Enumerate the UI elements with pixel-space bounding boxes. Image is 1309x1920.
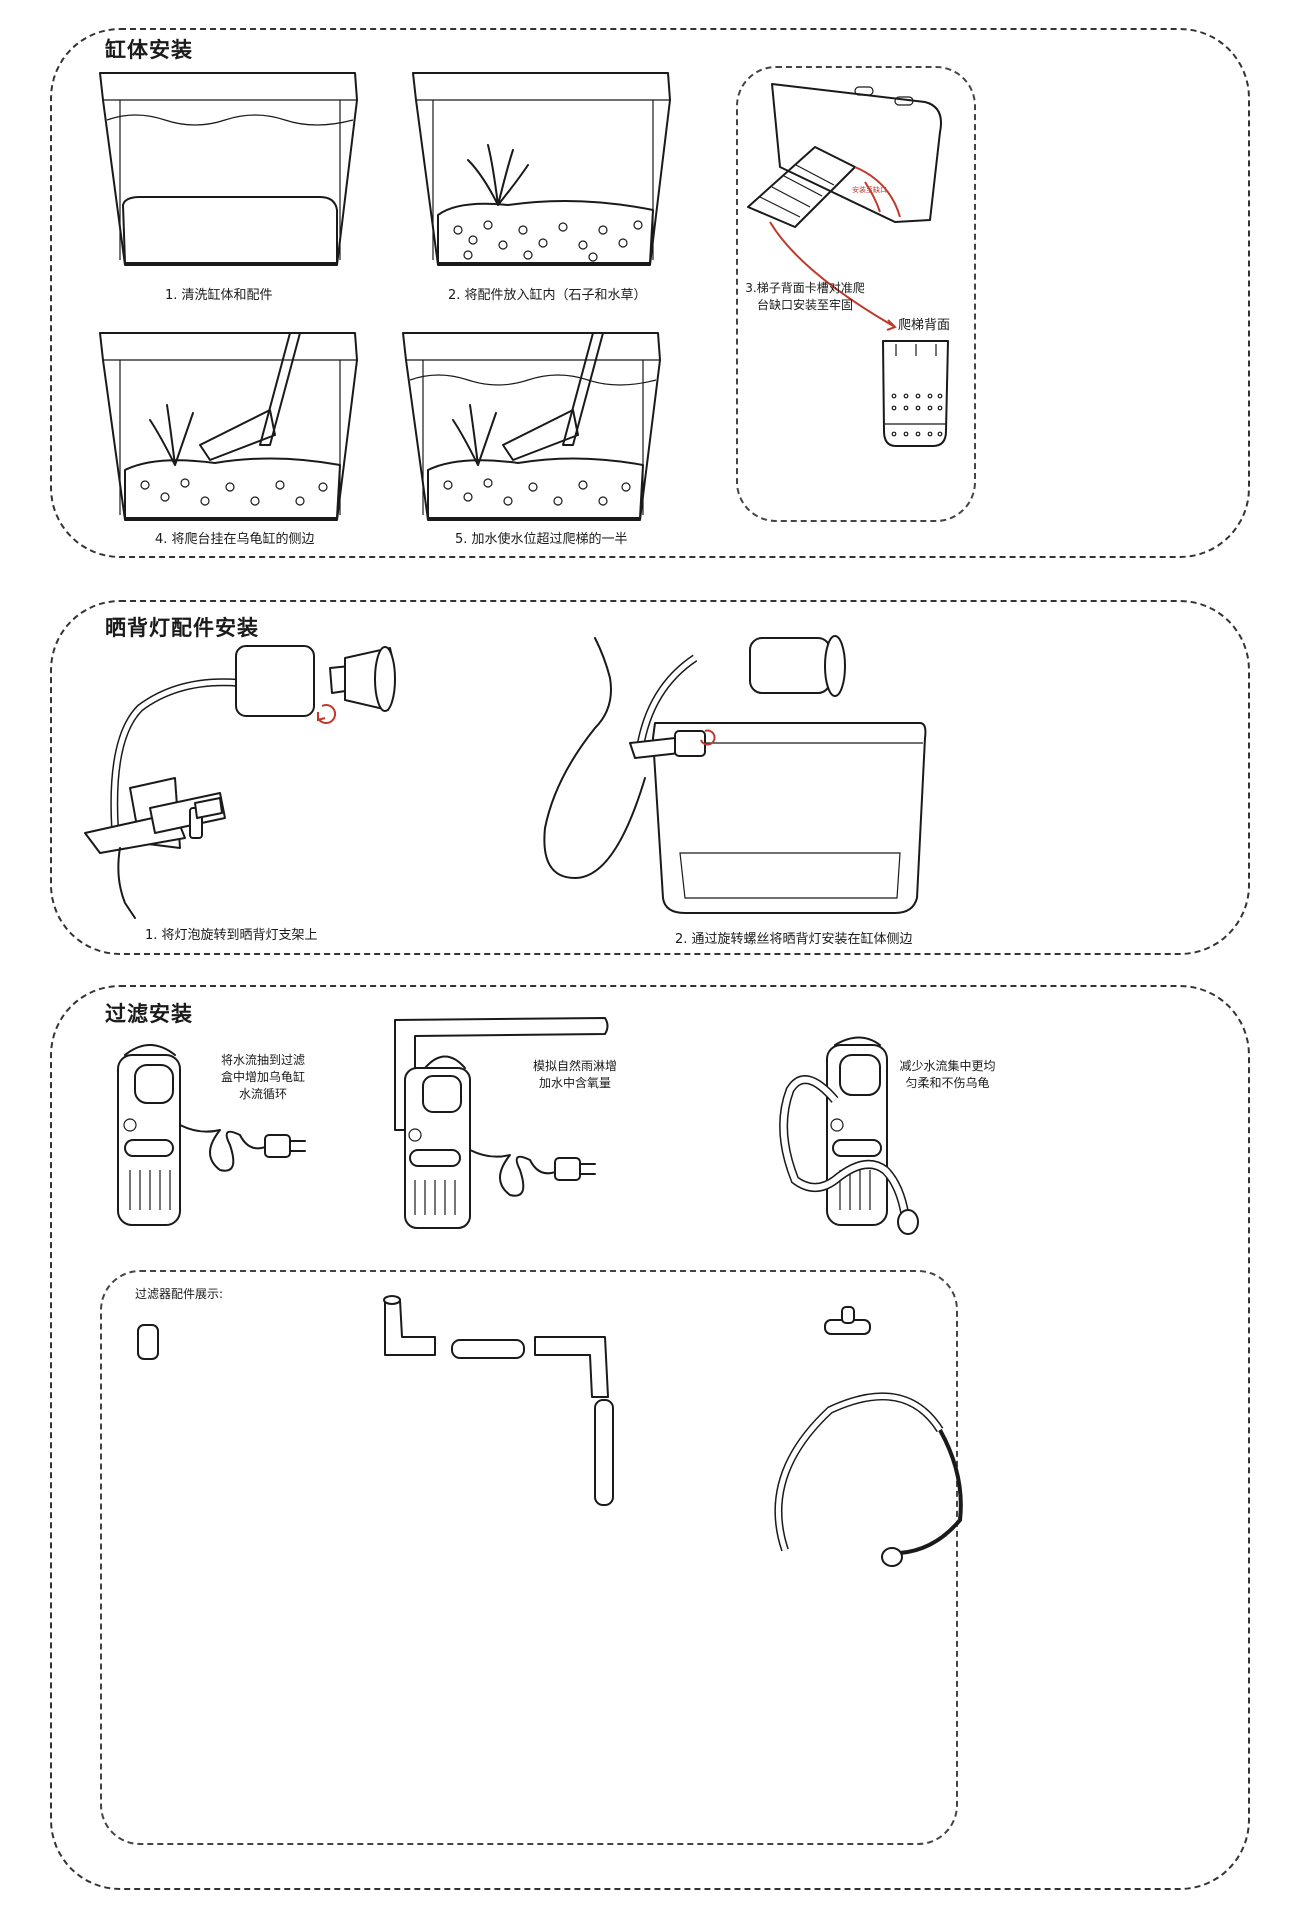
straight-pipe [451,1339,525,1359]
filter-spray-bar-illustration [394,1017,609,1229]
filter-desc2: 模拟自然雨淋增 加水中含氧量 [530,1058,620,1092]
tank-step2-caption: 2. 将配件放入缸内（石子和水草） [448,288,647,303]
filter-desc3: 减少水流集中更均 匀柔和不伤乌龟 [895,1058,1000,1092]
tank-step5-caption: 5. 加水使水位超过爬梯的一半 [455,532,628,547]
filter-desc2-line2: 加水中含氧量 [538,1076,611,1090]
rotate-icon [317,704,337,725]
tank-filled-water-illustration [402,332,661,521]
air-stone [881,1547,903,1567]
tank-step4-caption: 4. 将爬台挂在乌龟缸的侧边 [155,532,315,547]
filter-desc3-line2: 匀柔和不伤乌龟 [905,1076,990,1090]
ramp-step3-line1: 3.梯子背面卡槽对准爬 [745,281,865,295]
filter-desc1-line2: 盒中增加乌龟缸 [220,1070,305,1084]
tank-step1-caption: 1. 清洗缸体和配件 [165,288,273,303]
lamp-on-tank-illustration [543,635,927,914]
ramp-step3-caption: 3.梯子背面卡槽对准爬 台缺口安装至牢固 [745,280,865,314]
tank-installation-panel [50,28,1250,558]
lamp-step1-caption: 1. 将灯泡旋转到晒背灯支架上 [145,928,318,943]
lamp-step2-caption: 2. 通过旋转螺丝将晒背灯安装在缸体侧边 [675,932,913,947]
filter-desc1-line3: 水流循环 [238,1087,287,1101]
filter-installation-panel [50,985,1250,1890]
filter-accessories-title: 过滤器配件展示: [135,1287,224,1301]
ladder-back-label: 爬梯背面 [898,318,951,333]
ramp-mount-illustration: 安装至缺口 [747,83,942,331]
filter-hose-illustration [779,1036,919,1235]
lamp-installation-panel [50,600,1250,955]
lamp-clamp-illustration [84,645,396,919]
arrow-icon [769,221,896,328]
rotate-icon [700,729,716,746]
tank-section-title: 缸体安装 [105,38,193,62]
filter-desc1: 将水流抽到过滤 盒中增加乌龟缸 水流循环 [218,1052,308,1103]
ladder-back-illustration [882,340,949,447]
tank-empty-illustration [99,72,358,266]
filter-section-title: 过滤安装 [105,1002,193,1026]
filter-desc1-line1: 将水流抽到过滤 [220,1053,305,1067]
svg-text:安装至缺口: 安装至缺口 [852,185,887,194]
spray-bar [594,1399,614,1506]
lamp-section-title: 晒背灯配件安装 [105,616,259,640]
filter-desc3-line1: 减少水流集中更均 [899,1059,996,1073]
ramp-detail-subpanel [736,66,976,522]
filter-accessories-illustration [137,1295,963,1567]
tank-ramp-illustration [99,332,358,521]
filter-desc2-line1: 模拟自然雨淋增 [532,1059,617,1073]
filter-basic-illustration [117,1044,306,1226]
elbow-pipe-a [384,1299,436,1356]
elbow-pipe-b [534,1336,609,1398]
tank-gravel-plant-illustration [412,72,671,266]
connector-piece [137,1324,159,1360]
filter-accessories-subpanel [100,1270,958,1845]
ramp-step3-line2: 台缺口安装至牢固 [756,298,853,312]
